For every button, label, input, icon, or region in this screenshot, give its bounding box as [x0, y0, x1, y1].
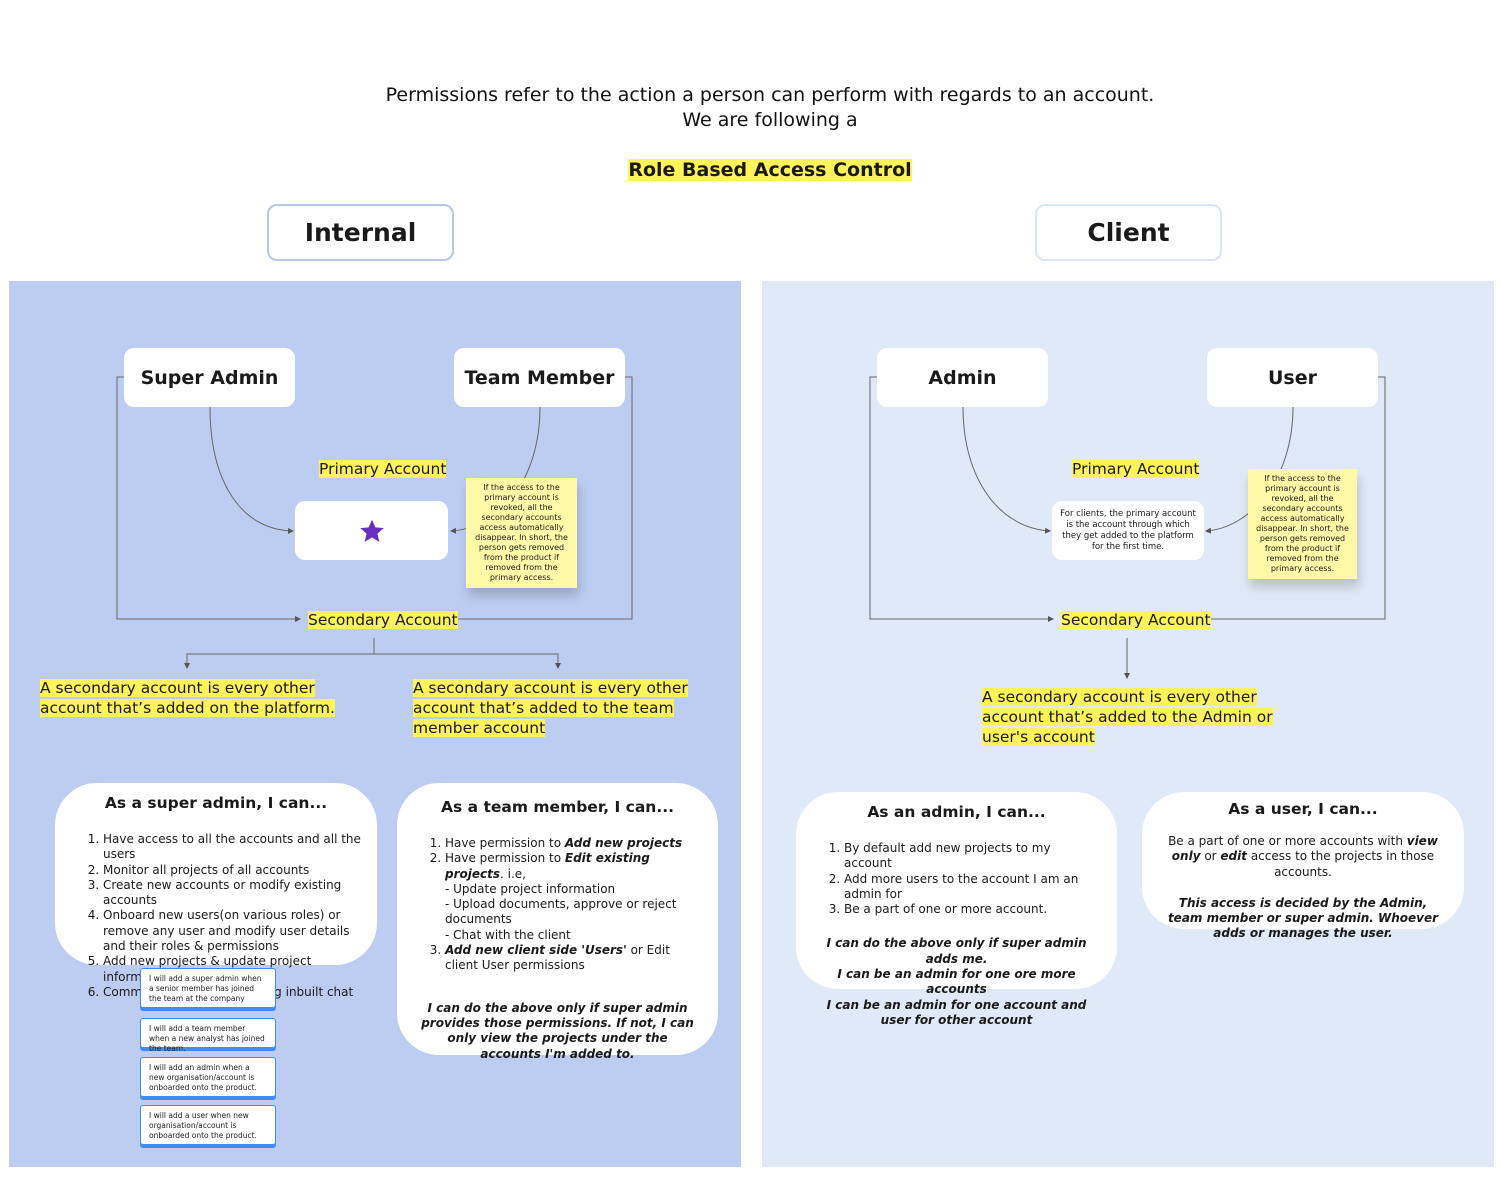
admin-card: As an admin, I can... By default add new…	[796, 792, 1117, 1027]
client-sticky-note: If the access to the primary account is …	[1248, 469, 1357, 579]
team-member-card-title: As a team member, I can...	[441, 798, 674, 816]
sub-item: - Update project information	[445, 881, 616, 896]
intro-line-1: Permissions refer to the action a person…	[385, 84, 1155, 106]
internal-desc-right: A secondary account is every other accou…	[413, 679, 688, 737]
star-icon	[359, 519, 384, 542]
list-item: By default add new projects to my accoun…	[844, 841, 1101, 872]
role-admin[interactable]: Admin	[877, 348, 1048, 407]
role-super-admin[interactable]: Super Admin	[124, 348, 295, 407]
admin-footer: I can do the above only if super admin a…	[826, 936, 1087, 1027]
admin-list: By default add new projects to my accoun…	[796, 841, 1117, 917]
internal-secondary-label: Secondary Account	[308, 611, 458, 629]
list-item: Add more users to the account I am an ad…	[844, 872, 1101, 903]
super-admin-card: As a super admin, I can... Have access t…	[55, 783, 377, 999]
client-secondary-label: Secondary Account	[1061, 611, 1211, 629]
internal-primary-account-box[interactable]	[295, 501, 448, 560]
list-item: Onboard new users(on various roles) or r…	[103, 908, 361, 954]
note-user[interactable]: I will add a user when new organisation/…	[140, 1105, 276, 1145]
admin-card-title: As an admin, I can...	[867, 803, 1046, 821]
sub-item: - Upload documents, approve or reject do…	[445, 897, 677, 927]
team-member-footer: I can do the above only if super admin p…	[421, 1000, 694, 1061]
client-primary-account-box[interactable]: For clients, the primary account is the …	[1052, 501, 1204, 560]
list-item: Have permission to Edit existing project…	[445, 851, 702, 943]
team-member-card: As a team member, I can... Have permissi…	[397, 783, 718, 1061]
client-desc: A secondary account is every other accou…	[982, 688, 1273, 746]
super-admin-card-title: As a super admin, I can...	[104, 794, 328, 812]
rbac-highlight: Role Based Access Control	[628, 159, 912, 181]
internal-primary-label: Primary Account	[319, 460, 447, 478]
list-item: Monitor all projects of all accounts	[103, 863, 361, 878]
team-member-list: Have permission to Add new projects Have…	[397, 836, 718, 974]
note-admin[interactable]: I will add an admin when a new organisat…	[140, 1057, 276, 1097]
note-super-admin[interactable]: I will add a super admin when a senior m…	[140, 968, 276, 1008]
sub-item: - Chat with the client	[445, 927, 571, 942]
user-card-footer: This access is decided by the Admin, tea…	[1167, 895, 1439, 941]
internal-tab[interactable]: Internal	[267, 204, 454, 261]
internal-sticky-note: If the access to the primary account is …	[466, 478, 577, 588]
internal-desc-left: A secondary account is every other accou…	[40, 679, 335, 717]
user-card-text: Be a part of one or more accounts with v…	[1168, 834, 1438, 879]
client-tab[interactable]: Client	[1035, 204, 1222, 261]
user-card-title: As a user, I can...	[1228, 800, 1378, 818]
list-item: Have access to all the accounts and all …	[103, 832, 361, 863]
list-item: Be a part of one or more account.	[844, 902, 1101, 917]
role-team-member[interactable]: Team Member	[454, 348, 625, 407]
role-user[interactable]: User	[1207, 348, 1378, 407]
list-item: Create new accounts or modify existing a…	[103, 878, 361, 909]
list-item: Add new client side 'Users' or Edit clie…	[445, 943, 702, 974]
list-item: Have permission to Add new projects	[445, 836, 702, 851]
user-card: As a user, I can... Be a part of one or …	[1142, 792, 1464, 940]
rbac-title: Role Based Access Control	[0, 159, 1500, 181]
client-primary-label: Primary Account	[1072, 460, 1200, 478]
intro-line-2: We are following a	[682, 109, 858, 131]
note-team-member[interactable]: I will add a team member when a new anal…	[140, 1018, 276, 1053]
